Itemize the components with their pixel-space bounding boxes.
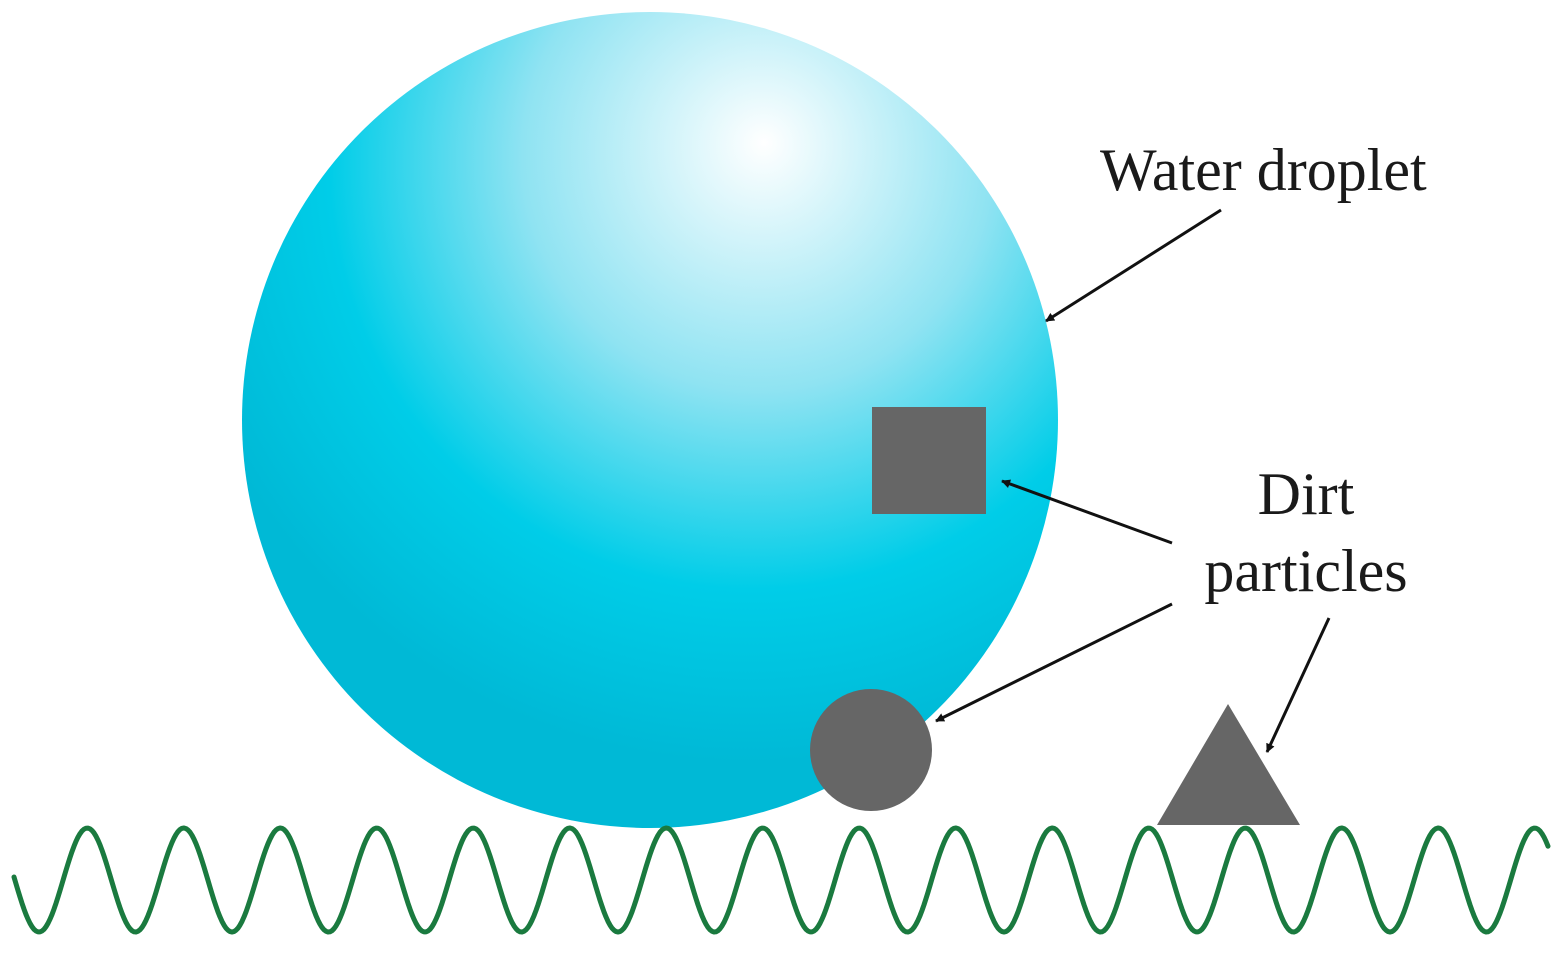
square-dirt-particle	[872, 407, 986, 514]
arrow-to-water-droplet	[1045, 208, 1222, 323]
water-droplet	[242, 12, 1058, 828]
water-droplet-label: Water droplet	[1100, 137, 1427, 203]
arrow-to-square-particle	[1001, 479, 1173, 545]
arrow-to-circle-particle	[935, 602, 1173, 723]
dirt-particles-label-line2: particles	[1204, 538, 1407, 604]
arrow-to-triangle-particle	[1265, 617, 1331, 753]
wavy-surface	[11, 825, 1551, 935]
dirt-particles-label-line1: Dirt	[1258, 461, 1355, 527]
circle-dirt-particle	[810, 689, 932, 811]
triangle-dirt-particle	[1157, 704, 1300, 825]
